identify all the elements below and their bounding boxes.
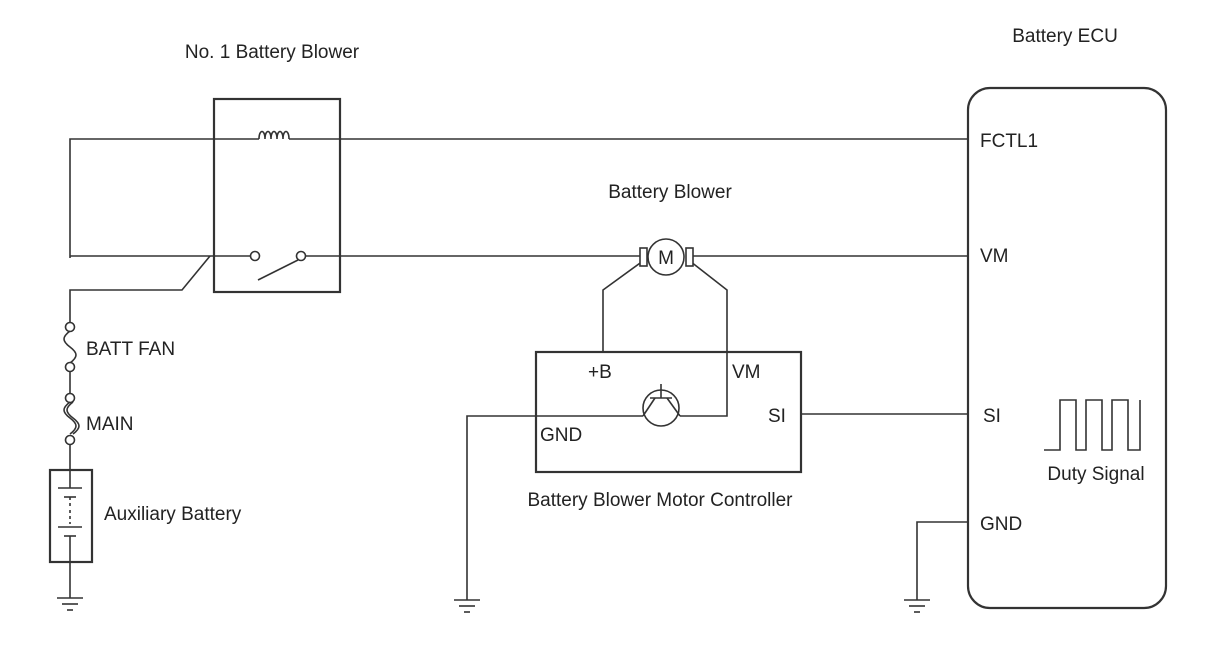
relay-switch-icon: [249, 250, 307, 281]
motor-icon: [647, 238, 685, 276]
battery-blower-motor-controller: +B VM GND SI Battery Blower Motor Contro…: [527, 350, 803, 511]
controller-terminal-vm: VM: [732, 362, 761, 383]
battery-blower: Battery Blower M: [608, 182, 732, 276]
ground-icon: [454, 599, 480, 613]
relay-coil-icon: [258, 130, 290, 140]
ground-icon: [904, 599, 930, 613]
wire-controller-gnd: [466, 415, 536, 600]
blower-title: Battery Blower: [608, 182, 732, 203]
controller-terminal-si: SI: [768, 406, 786, 427]
fuse-batt-fan: BATT FAN: [63, 321, 175, 373]
motor-symbol: M: [658, 248, 674, 269]
ecu-terminal-gnd: GND: [980, 514, 1022, 535]
fuse-batt-fan-label: BATT FAN: [86, 339, 175, 360]
controller-terminal-plus-b: +B: [588, 362, 612, 383]
battery-box: [48, 468, 94, 564]
battery-cell-icon: [58, 470, 82, 562]
fuse-main: MAIN: [63, 392, 134, 446]
ecu-title: Battery ECU: [1012, 26, 1118, 47]
controller-box: [534, 350, 803, 474]
relay-no1-battery-blower: No. 1 Battery Blower: [185, 42, 360, 294]
wire-blower-plus-b: [602, 257, 648, 352]
wire-ecu-gnd: [916, 521, 968, 600]
fuse-main-label: MAIN: [86, 414, 134, 435]
wire-fctl1: [69, 138, 259, 258]
relay-box: [212, 97, 342, 294]
relay-title: No. 1 Battery Blower: [185, 42, 360, 63]
auxiliary-battery: Auxiliary Battery: [48, 468, 242, 564]
controller-title: Battery Blower Motor Controller: [527, 490, 793, 511]
wire-blower-vm: [680, 257, 728, 417]
ecu-terminal-si: SI: [983, 406, 1001, 427]
ecu-terminal-fctl1: FCTL1: [980, 131, 1038, 152]
ground-icon: [57, 597, 83, 611]
wiring: [69, 138, 968, 600]
ecu-terminal-vm: VM: [980, 246, 1009, 267]
transistor-icon: [642, 384, 681, 427]
battery-ecu: Battery ECU FCTL1 VM SI GND Duty Signal: [966, 26, 1168, 610]
wire-supply: [69, 255, 211, 323]
battery-label: Auxiliary Battery: [104, 504, 242, 525]
duty-signal-label: Duty Signal: [1047, 464, 1144, 485]
ecu-box: [966, 86, 1168, 610]
duty-signal-waveform-icon: [1044, 399, 1141, 451]
controller-terminal-gnd: GND: [540, 425, 582, 446]
